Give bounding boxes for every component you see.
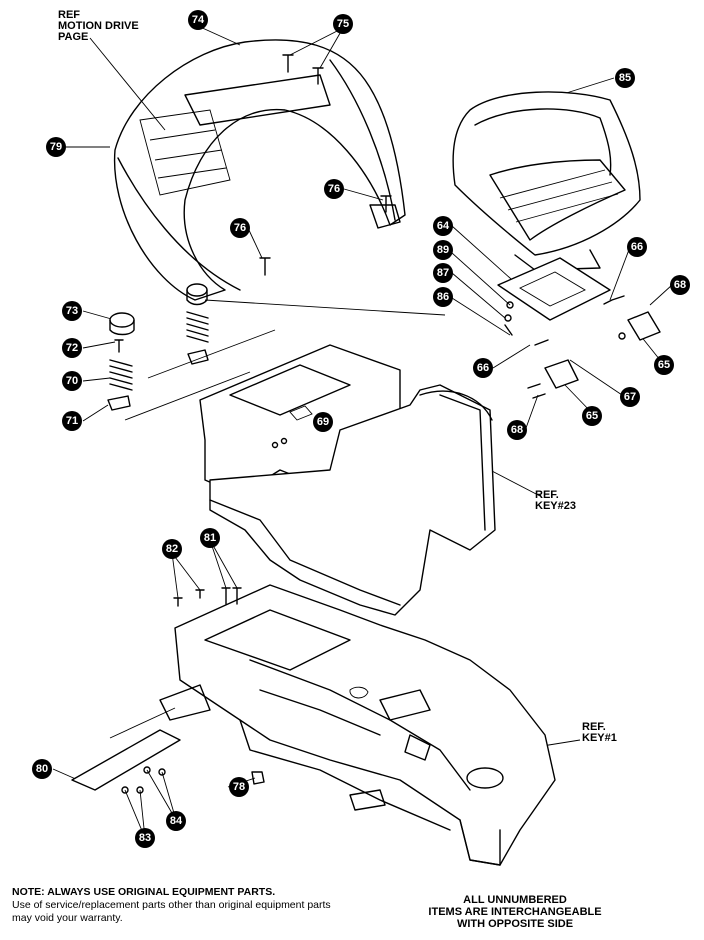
callout-78: 78 bbox=[229, 777, 249, 797]
svg-text:74: 74 bbox=[192, 14, 205, 26]
svg-text:83: 83 bbox=[139, 832, 151, 844]
warranty-note: NOTE: ALWAYS USE ORIGINAL EQUIPMENT PART… bbox=[12, 886, 352, 925]
svg-text:80: 80 bbox=[36, 763, 48, 775]
callout-71: 71 bbox=[62, 411, 82, 431]
svg-text:69: 69 bbox=[317, 416, 329, 428]
callout-80: 80 bbox=[32, 759, 52, 779]
callout-72: 72 bbox=[62, 338, 82, 358]
fender-part-74 bbox=[113, 39, 406, 301]
callout-66: 66 bbox=[473, 358, 493, 378]
rear-panel-key23 bbox=[209, 384, 496, 616]
callout-65: 65 bbox=[654, 355, 674, 375]
callout-66: 66 bbox=[627, 237, 647, 257]
main-frame-key1 bbox=[174, 584, 556, 866]
svg-text:86: 86 bbox=[437, 291, 449, 303]
bolt-76 bbox=[259, 195, 392, 276]
seat-part-85 bbox=[452, 91, 641, 271]
callout-86: 86 bbox=[433, 287, 453, 307]
note-body: Use of service/replacement parts other t… bbox=[12, 899, 331, 924]
seat-bracket-64 bbox=[497, 257, 611, 321]
svg-text:64: 64 bbox=[437, 220, 450, 232]
svg-text:75: 75 bbox=[337, 18, 349, 30]
callout-76: 76 bbox=[230, 218, 250, 238]
svg-text:68: 68 bbox=[511, 424, 523, 436]
callout-81: 81 bbox=[200, 528, 220, 548]
svg-text:76: 76 bbox=[328, 183, 340, 195]
callout-76: 76 bbox=[324, 179, 344, 199]
callout-73: 73 bbox=[62, 301, 82, 321]
nut-78 bbox=[251, 771, 265, 785]
svg-text:81: 81 bbox=[204, 532, 216, 544]
svg-text:89: 89 bbox=[437, 244, 449, 256]
interchangeable-note: ALL UNNUMBERED ITEMS ARE INTERCHANGEABLE… bbox=[428, 894, 602, 930]
svg-text:73: 73 bbox=[66, 305, 78, 317]
svg-text:65: 65 bbox=[658, 359, 670, 371]
svg-text:66: 66 bbox=[631, 241, 643, 253]
ref-motion-drive-label: REF MOTION DRIVE PAGE bbox=[58, 9, 139, 43]
svg-text:84: 84 bbox=[170, 815, 183, 827]
callout-75: 75 bbox=[333, 14, 353, 34]
callout-74: 74 bbox=[188, 10, 208, 30]
callout-68: 68 bbox=[670, 275, 690, 295]
svg-text:70: 70 bbox=[66, 375, 78, 387]
callout-69: 69 bbox=[313, 412, 333, 432]
ref-key23-label: REF. KEY#23 bbox=[535, 489, 576, 512]
svg-text:76: 76 bbox=[234, 222, 246, 234]
svg-text:68: 68 bbox=[674, 279, 686, 291]
spring-assembly-left bbox=[107, 312, 135, 411]
footrest-part-80 bbox=[71, 684, 211, 794]
bolt-75 bbox=[282, 54, 324, 85]
svg-text:65: 65 bbox=[586, 410, 598, 422]
callout-65: 65 bbox=[582, 406, 602, 426]
svg-text:72: 72 bbox=[66, 342, 78, 354]
svg-text:78: 78 bbox=[233, 781, 245, 793]
alignment-lines bbox=[124, 299, 446, 421]
callout-70: 70 bbox=[62, 371, 82, 391]
callout-79: 79 bbox=[46, 137, 66, 157]
note-heading: NOTE: ALWAYS USE ORIGINAL EQUIPMENT PART… bbox=[12, 886, 276, 898]
callout-82: 82 bbox=[162, 539, 182, 559]
callout-84: 84 bbox=[166, 811, 186, 831]
callout-83: 83 bbox=[135, 828, 155, 848]
frame-bolts-81-82 bbox=[173, 587, 242, 607]
callout-89: 89 bbox=[433, 240, 453, 260]
callout-87: 87 bbox=[433, 263, 453, 283]
svg-text:82: 82 bbox=[166, 543, 178, 555]
svg-text:71: 71 bbox=[66, 415, 78, 427]
ref-key1-label: REF. KEY#1 bbox=[582, 721, 617, 744]
callout-85: 85 bbox=[615, 68, 635, 88]
seat-hardware bbox=[504, 295, 661, 399]
callout-68: 68 bbox=[507, 420, 527, 440]
callout-64: 64 bbox=[433, 216, 453, 236]
svg-text:85: 85 bbox=[619, 72, 631, 84]
svg-text:79: 79 bbox=[50, 141, 62, 153]
svg-text:87: 87 bbox=[437, 267, 449, 279]
svg-text:66: 66 bbox=[477, 362, 489, 374]
svg-text:67: 67 bbox=[624, 391, 636, 403]
callout-67: 67 bbox=[620, 387, 640, 407]
